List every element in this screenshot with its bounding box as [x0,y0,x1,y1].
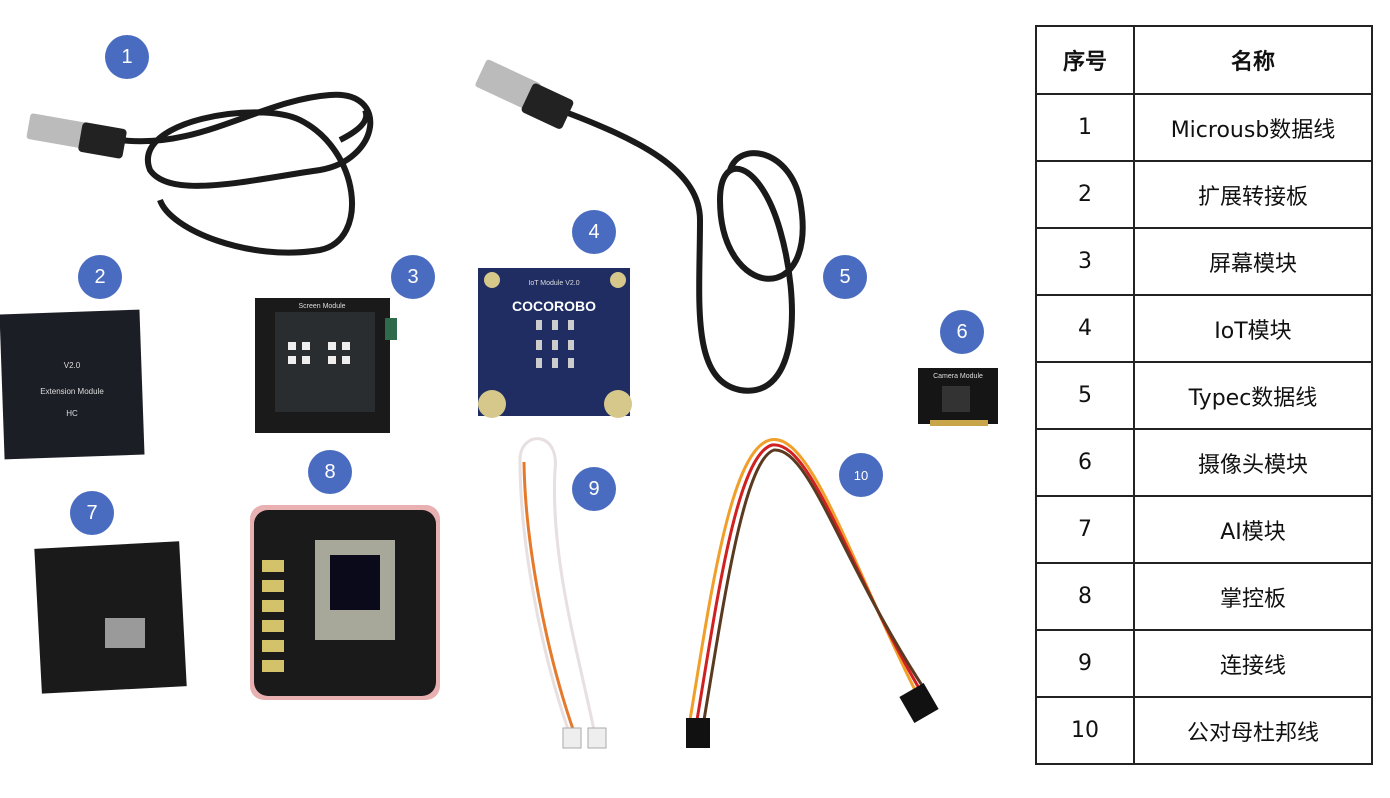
usb-a-plug [26,113,90,149]
screen-module-label: Screen Module [298,303,345,310]
extension-module-label: Extension Module [40,387,104,396]
row-number: 9 [1035,629,1135,698]
camera-module: Camera Module [918,368,998,426]
row-number: 5 [1035,361,1135,430]
item-badge-4: 4 [572,210,616,254]
dupont-female-connector [899,683,939,723]
table-header: 序号 名称 [1035,25,1373,95]
screen-module: Screen Module [255,298,397,433]
row-name: 扩展转接板 [1133,160,1373,229]
row-name: 摄像头模块 [1133,428,1373,497]
wire-connector [562,727,582,749]
item-badge-9: 9 [572,467,616,511]
iot-version-label: IoT Module V2.0 [528,280,579,287]
row-number: 7 [1035,495,1135,564]
connection-wire [518,437,597,736]
item-badge-5: 5 [823,255,867,299]
row-number: 3 [1035,227,1135,296]
item-badge-3: 3 [391,255,435,299]
ai-module [34,541,187,694]
row-name: IoT模块 [1133,294,1373,363]
extension-version-label: V2.0 [64,361,81,370]
row-number: 10 [1035,696,1135,765]
iot-module: IoT Module V2.0 COCOROBO [478,268,632,418]
item-badge-7: 7 [70,491,114,535]
row-number: 6 [1035,428,1135,497]
row-name: Typec数据线 [1133,361,1373,430]
item-badge-6: 6 [940,310,984,354]
row-number: 2 [1035,160,1135,229]
header-number: 序号 [1035,25,1135,95]
item-badge-2: 2 [78,255,122,299]
row-name: 屏幕模块 [1133,227,1373,296]
row-number: 8 [1035,562,1135,631]
wire-connector [587,727,607,749]
camera-module-label: Camera Module [933,373,983,380]
row-name: AI模块 [1133,495,1373,564]
extension-hc-label: HC [66,409,78,418]
extension-board: V2.0 Extension Module HC [0,309,145,460]
usb-plug-housing-2 [521,83,574,129]
usb-plug-housing [78,122,127,159]
controller-board [250,505,440,700]
row-name: 掌控板 [1133,562,1373,631]
typec-cable [558,107,806,394]
row-name: Microusb数据线 [1133,93,1373,162]
item-badge-1: 1 [105,35,149,79]
usb-a-plug-2 [475,59,541,111]
item-badge-10: 10 [839,453,883,497]
header-name: 名称 [1133,25,1373,95]
components-photo: V2.0 Extension Module HC Screen Module I… [0,59,998,749]
iot-brand-label: COCOROBO [512,298,596,314]
row-name: 公对母杜邦线 [1133,696,1373,765]
item-badge-8: 8 [308,450,352,494]
row-name: 连接线 [1133,629,1373,698]
row-number: 1 [1035,93,1135,162]
dupont-male-connector [686,718,710,748]
microusb-cable [119,91,374,256]
dupont-wire [688,438,927,721]
row-number: 4 [1035,294,1135,363]
